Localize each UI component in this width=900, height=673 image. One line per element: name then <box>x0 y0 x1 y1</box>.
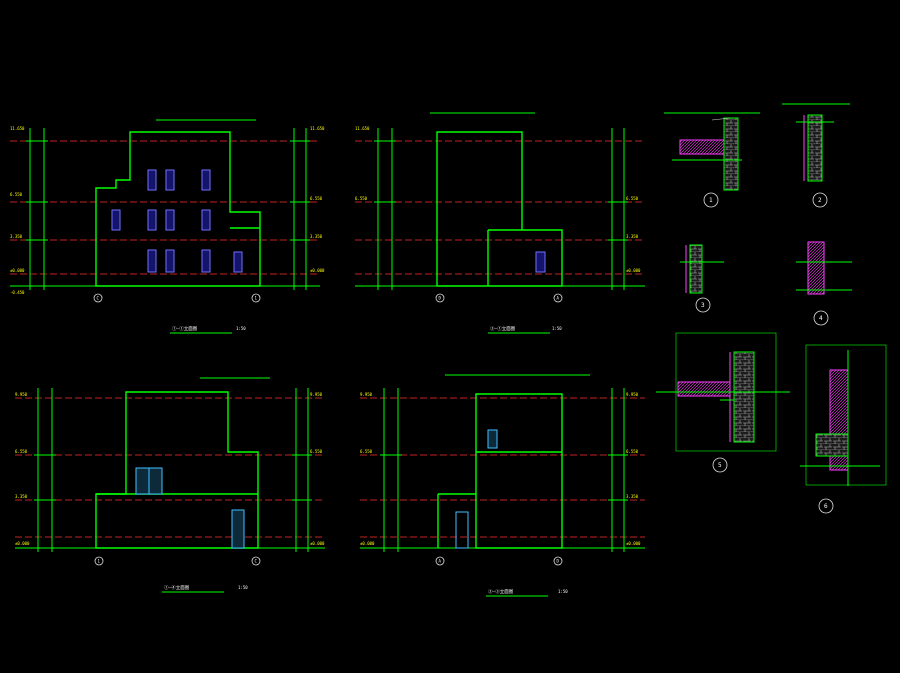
elevation-title-1: ①–①立面图 <box>172 325 198 332</box>
level-label: 11.650 <box>355 126 370 131</box>
level-label: 11.650 <box>10 126 25 131</box>
elevation-titles: ①–①立面图 1:50 ③–①立面图 1:50 ①–④立面图 1:50 ③–③立… <box>164 325 568 595</box>
level-label: 9.950 <box>626 392 639 397</box>
level-label: 6.550 <box>10 192 23 197</box>
level-label: -0.450 <box>10 290 25 295</box>
level-label: ±0.000 <box>626 268 641 273</box>
axis-bubbles: C 1 D A 1 C A D <box>97 296 560 564</box>
level-label: ±0.000 <box>15 541 30 546</box>
detail-number: 3 <box>701 302 705 309</box>
level-label: 6.550 <box>355 196 368 201</box>
level-labels: 11.650 6.550 3.350 ±0.000 -0.450 11.650 … <box>10 126 641 546</box>
detail-number: 6 <box>824 503 828 510</box>
elevation-scale-3: 1:50 <box>238 585 248 590</box>
axis-label: C <box>97 296 100 301</box>
elevation-title-2: ③–①立面图 <box>490 325 516 332</box>
detail-6 <box>800 344 887 514</box>
axis-label: D <box>557 559 560 564</box>
detail-numbers: 1 2 3 4 5 6 <box>701 197 828 510</box>
level-label: 3.350 <box>310 234 323 239</box>
detail-number: 4 <box>819 315 823 322</box>
detail-3 <box>680 244 724 313</box>
detail-number: 1 <box>709 197 713 204</box>
detail-number: 2 <box>818 197 822 204</box>
level-label: 3.350 <box>626 234 639 239</box>
axis-label: A <box>557 296 560 301</box>
axis-label: 1 <box>98 559 101 564</box>
level-label: 6.550 <box>310 196 323 201</box>
level-label: 3.350 <box>626 494 639 499</box>
level-label: 9.950 <box>310 392 323 397</box>
elevation-bottom-middle <box>360 374 645 597</box>
elevation-top-middle <box>355 112 645 334</box>
elevation-top-left <box>10 119 320 334</box>
axis-label: D <box>439 296 442 301</box>
elevation-bottom-left <box>15 377 325 593</box>
detail-2 <box>782 103 850 208</box>
axis-label: C <box>255 559 258 564</box>
elevation-scale-1: 1:50 <box>236 326 246 331</box>
level-label: 3.350 <box>15 494 28 499</box>
detail-1 <box>664 112 760 208</box>
level-label: ±0.000 <box>626 541 641 546</box>
level-label: 6.550 <box>15 449 28 454</box>
level-label: 11.650 <box>310 126 325 131</box>
level-label: 6.550 <box>626 449 639 454</box>
level-label: 6.550 <box>310 449 323 454</box>
level-label: 9.950 <box>360 392 373 397</box>
elevation-title-4: ③–③立面图 <box>488 588 514 595</box>
level-label: ±0.000 <box>10 268 25 273</box>
elevation-scale-2: 1:50 <box>552 326 562 331</box>
level-label: 6.550 <box>626 196 639 201</box>
elevation-scale-4: 1:50 <box>558 589 568 594</box>
level-label: ±0.000 <box>310 268 325 273</box>
level-label: 3.350 <box>10 234 23 239</box>
axis-label: A <box>439 559 442 564</box>
detail-4 <box>796 241 852 326</box>
level-label: ±0.000 <box>360 541 375 546</box>
detail-5 <box>656 332 790 473</box>
level-label: 9.950 <box>15 392 28 397</box>
detail-number: 5 <box>718 462 722 469</box>
level-label: ±0.000 <box>310 541 325 546</box>
elevation-title-3: ①–④立面图 <box>164 584 190 591</box>
level-label: 6.550 <box>360 449 373 454</box>
axis-label: 1 <box>255 296 258 301</box>
